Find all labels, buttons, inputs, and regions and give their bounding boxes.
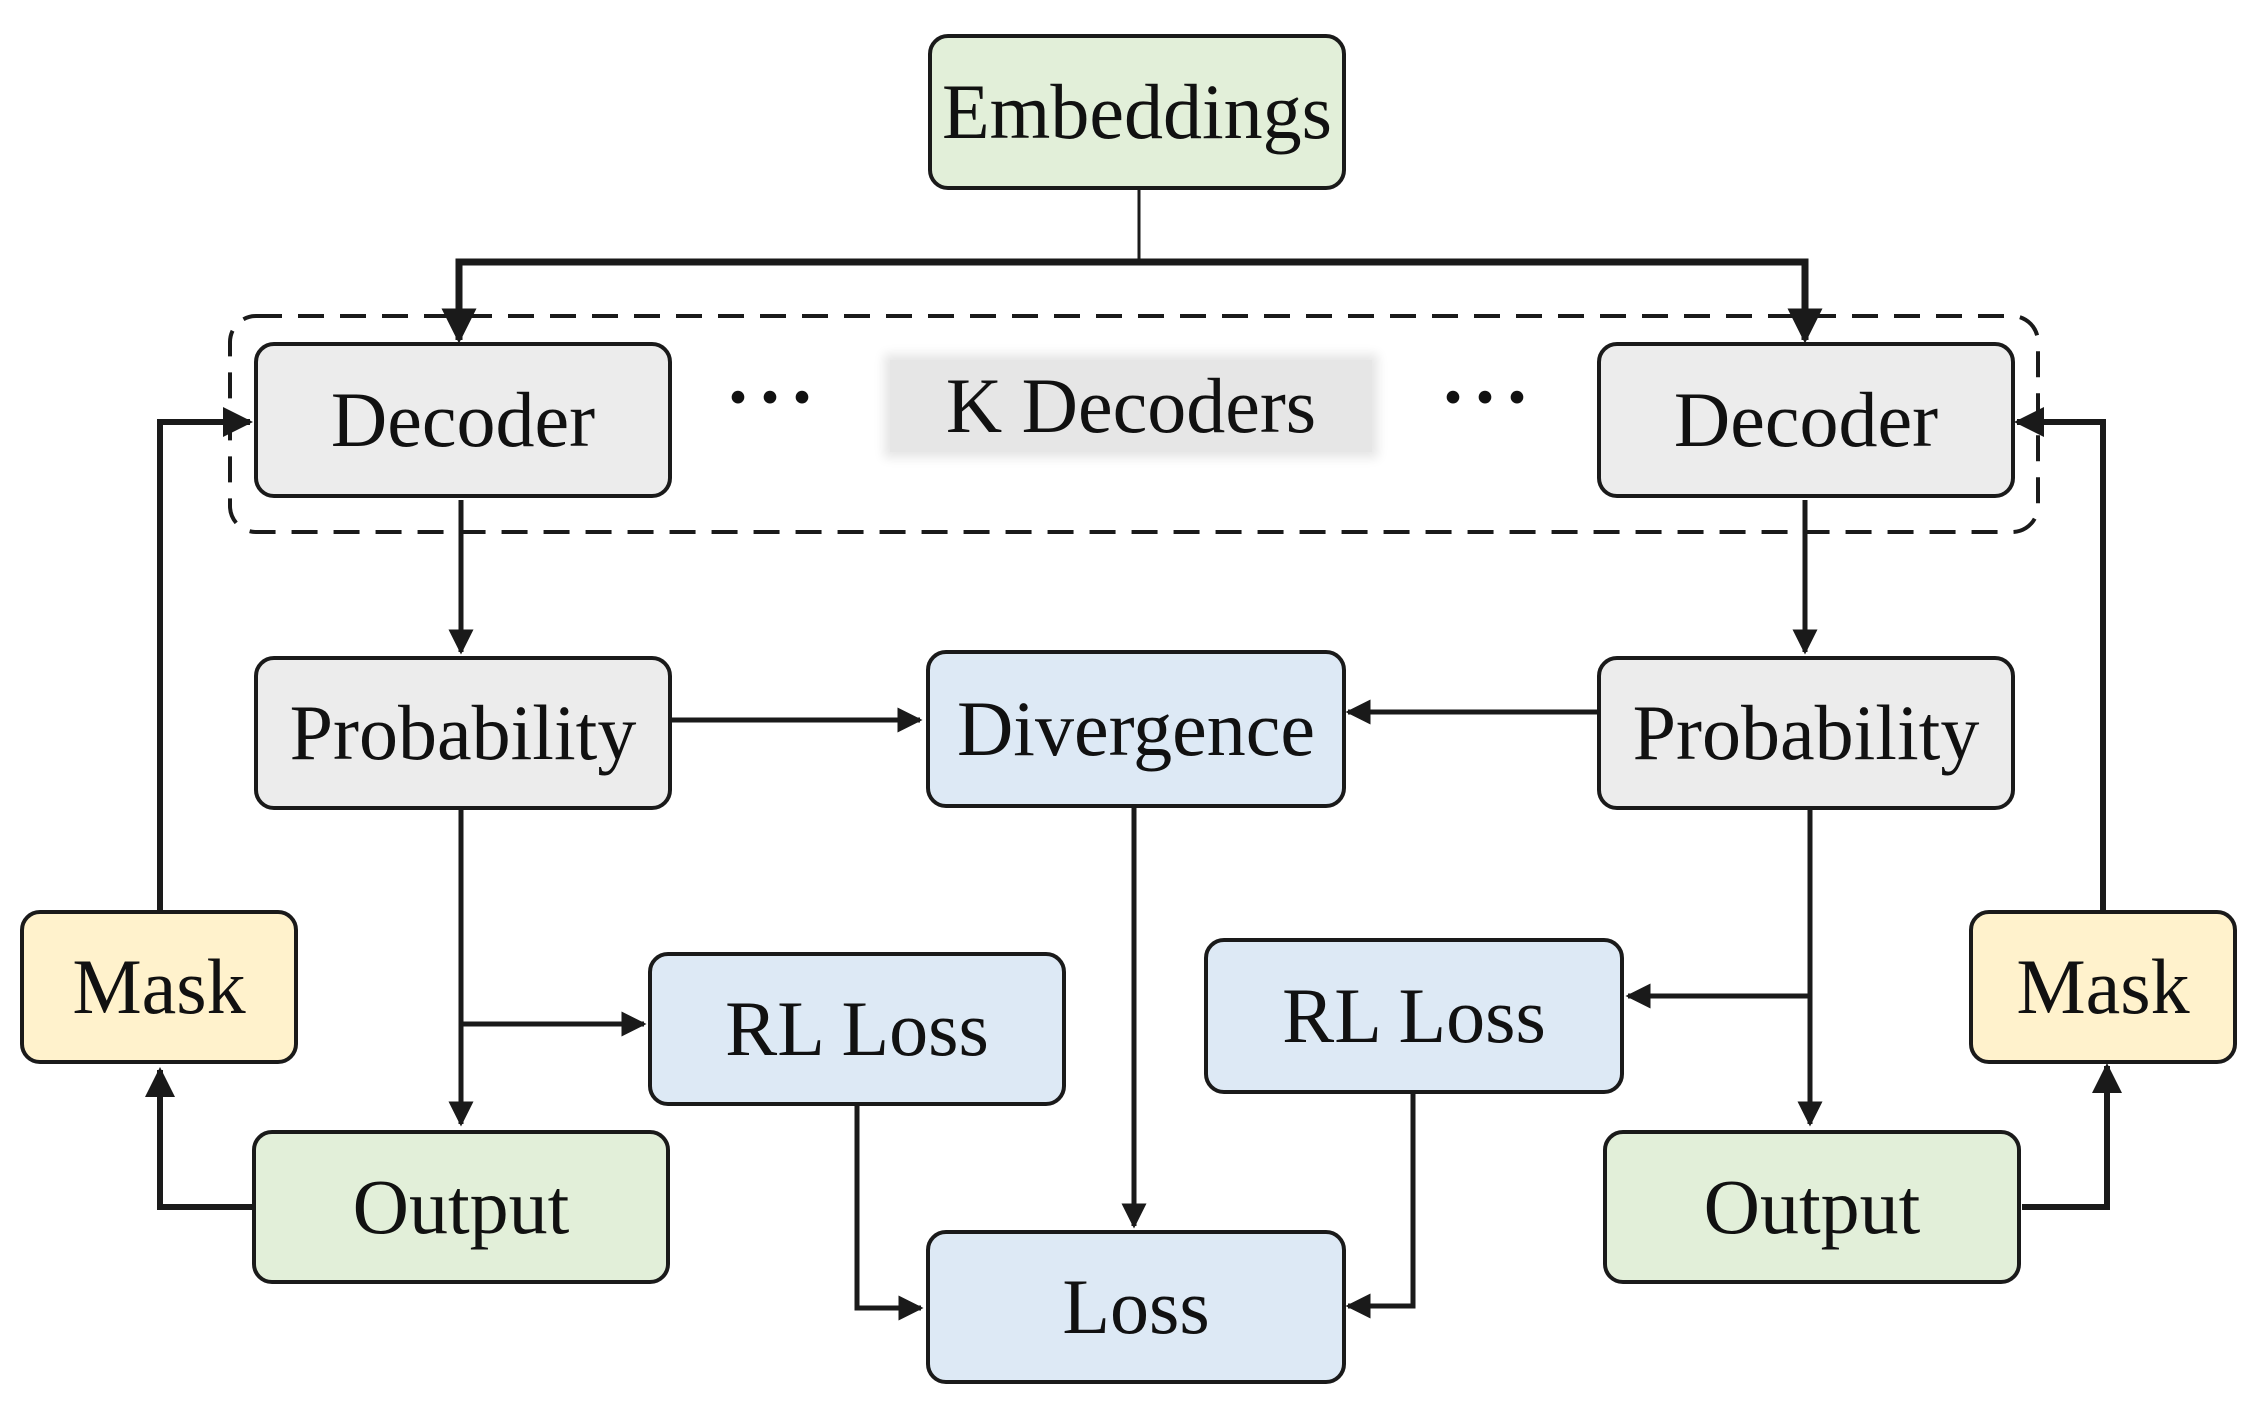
edge-embeddings-to-decoder-left [441,258,1139,344]
mask-left-node: Mask [20,910,298,1064]
edge-output-left-to-mask [145,1067,254,1210]
rl-loss-left-node: RL Loss [648,952,1066,1106]
edge-rl-loss-left-to-loss [854,1106,924,1321]
mask-right-node: Mask [1969,910,2237,1064]
edge-mask-left-to-decoder [157,407,253,910]
output-left-node: Output [252,1130,670,1284]
edge-rl-loss-right-to-loss [1345,1094,1416,1319]
decoder-right-node: Decoder [1597,342,2015,498]
loss-node: Loss [926,1230,1346,1384]
divergence-node: Divergence [926,650,1346,808]
decoder-left-node: Decoder [254,342,672,498]
output-right-node: Output [1603,1130,2021,1284]
ellipsis-left: ··· [725,353,822,440]
ellipsis-right: ··· [1440,353,1537,440]
probability-right-node: Probability [1597,656,2015,810]
embeddings-node: Embeddings [928,34,1346,190]
edge-mask-right-to-decoder [2014,407,2106,910]
probability-left-node: Probability [254,656,672,810]
rl-loss-right-node: RL Loss [1204,938,1624,1094]
edge-output-right-to-mask [2022,1063,2122,1210]
edge-embeddings-to-decoder-right [1139,258,1823,344]
k-decoders-label: K Decoders [890,360,1372,452]
